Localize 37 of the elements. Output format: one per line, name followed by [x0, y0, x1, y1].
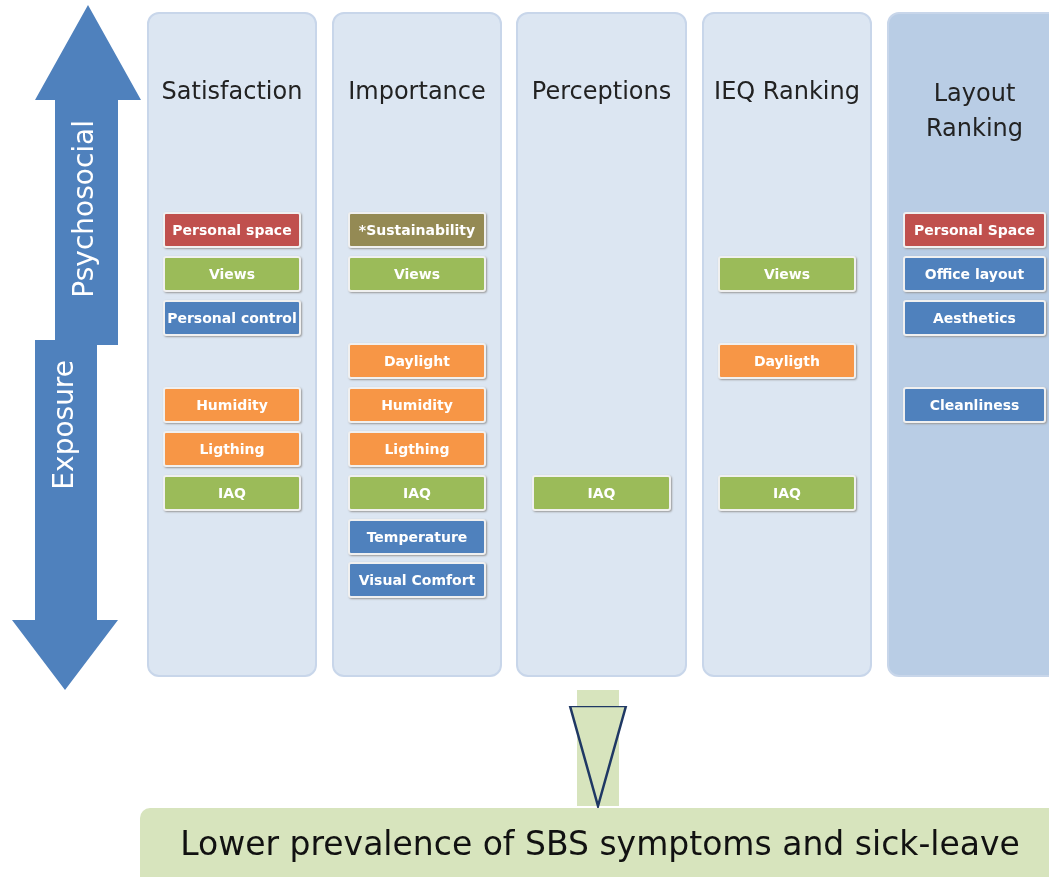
block-arrow — [568, 690, 628, 808]
factor-tag: Personal Space — [903, 212, 1046, 248]
factor-tag: IAQ — [718, 475, 856, 511]
factor-tag: Personal control — [163, 300, 301, 336]
factor-tag: Humidity — [163, 387, 301, 423]
factor-tag: Office layout — [903, 256, 1046, 292]
column-panel — [147, 12, 317, 677]
column-heading: Satisfaction — [160, 76, 304, 107]
factor-tag: Views — [348, 256, 486, 292]
factor-tag: IAQ — [348, 475, 486, 511]
outcome-text: Lower prevalence of SBS symptoms and sick-leave — [180, 824, 1020, 863]
factor-tag: Dayligth — [718, 343, 856, 379]
column-panel — [516, 12, 687, 677]
factor-tag: Temperature — [348, 519, 486, 555]
column-heading: Importance — [347, 76, 487, 107]
factor-tag: Cleanliness — [903, 387, 1046, 423]
column-heading: IEQ Ranking — [713, 76, 861, 107]
arrow-label: Psychosocial — [67, 120, 100, 298]
factor-tag: Views — [718, 256, 856, 292]
factor-tag: Daylight — [348, 343, 486, 379]
factor-tag: Views — [163, 256, 301, 292]
factor-tag: Personal space — [163, 212, 301, 248]
column-heading: Perceptions — [530, 76, 673, 107]
column-panel — [332, 12, 502, 677]
factor-tag: Humidity — [348, 387, 486, 423]
factor-tag: *Sustainability — [348, 212, 486, 248]
factor-tag: Ligthing — [348, 431, 486, 467]
factor-tag: Ligthing — [163, 431, 301, 467]
column-panel — [702, 12, 872, 677]
column-panel — [887, 12, 1049, 677]
column-heading: Layout Ranking — [924, 78, 1025, 144]
factor-tag: Visual Comfort — [348, 562, 486, 598]
factor-tag: Aesthetics — [903, 300, 1046, 336]
outcome-box — [140, 808, 1049, 877]
arrow-label: Exposure — [47, 360, 80, 490]
factor-tag: IAQ — [163, 475, 301, 511]
factor-tag: IAQ — [532, 475, 671, 511]
